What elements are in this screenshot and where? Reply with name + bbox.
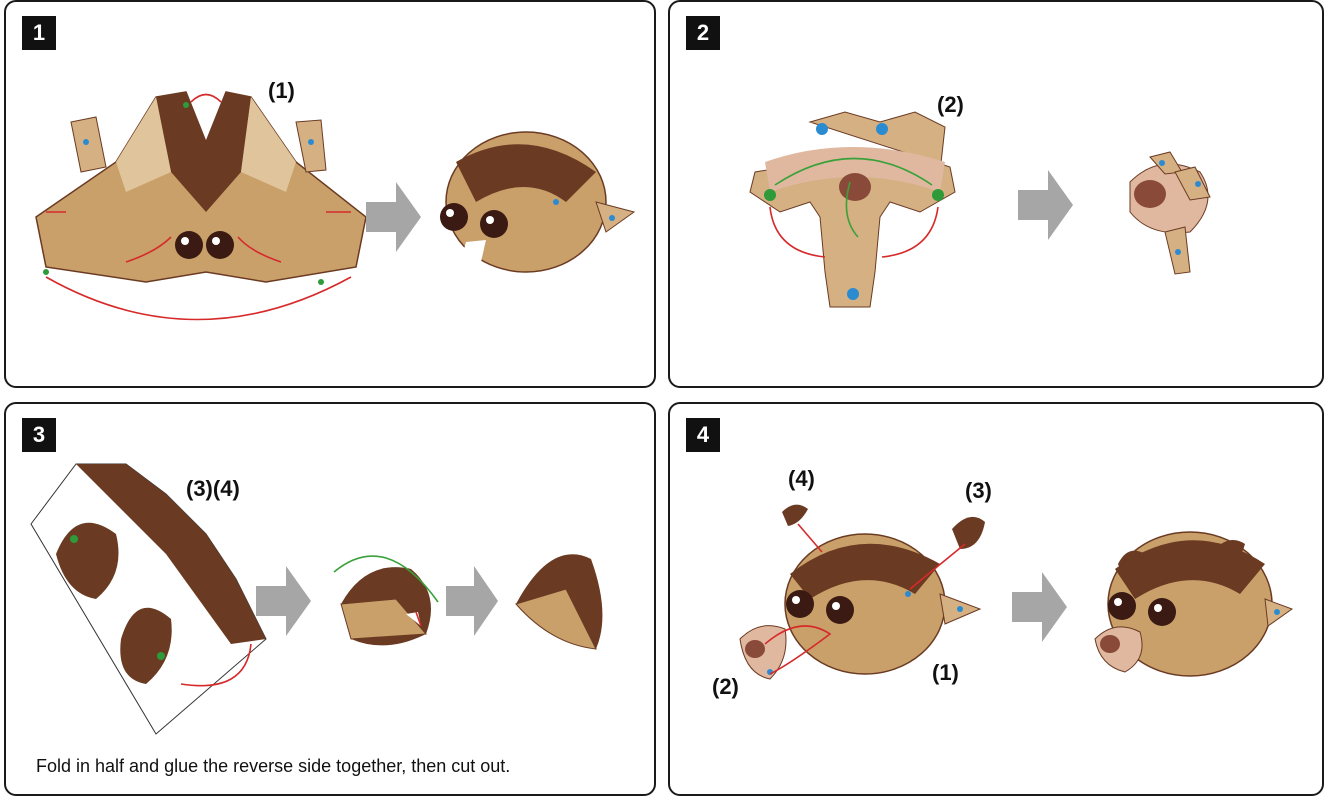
step-arrow-icon [446, 566, 498, 636]
loose-ear-left [782, 504, 808, 526]
step-arrow-icon [1012, 572, 1067, 642]
step-number-badge: 1 [22, 16, 56, 50]
nose-net [749, 111, 956, 308]
step-4-illustration [739, 504, 1294, 680]
ear-folding [340, 567, 431, 646]
assembled-nose [1129, 151, 1211, 275]
step-3-illustration [30, 463, 603, 735]
glue-arrow-icon [180, 643, 252, 687]
finished-head [1094, 531, 1294, 677]
part-label-3: (3) [965, 478, 992, 503]
step-number-badge: 3 [22, 418, 56, 452]
part-label: (3)(4) [186, 476, 240, 501]
step-number-badge: 4 [686, 418, 720, 452]
ear-sheet [30, 463, 267, 735]
loose-ear-right [952, 516, 985, 549]
glue-arrow-icon [333, 555, 439, 627]
part-label-1: (1) [932, 660, 959, 685]
step-panel-3: 3 (3)(4) Fold in half and glue the rever… [4, 402, 656, 796]
head-assembly [784, 533, 982, 675]
step-arrow-icon [1018, 170, 1073, 240]
finished-ear [515, 554, 603, 650]
step-2-illustration [749, 111, 1211, 308]
step-arrow-icon [366, 182, 421, 252]
part-label: (1) [268, 78, 295, 103]
step-number-badge: 2 [686, 16, 720, 50]
instruction-caption: Fold in half and glue the reverse side t… [36, 756, 511, 776]
part-label: (2) [937, 92, 964, 117]
loose-nose [739, 625, 787, 680]
step-panel-1: 1 (1) [4, 0, 656, 388]
assembled-head [440, 131, 636, 273]
step-panel-4: 4 (4) (3) (2) (1) [668, 402, 1324, 796]
glue-arrow-icon [769, 157, 939, 258]
glue-arrow-icon [764, 523, 966, 675]
step-1-illustration [35, 91, 636, 321]
part-label-2: (2) [712, 674, 739, 699]
step-panel-2: 2 (2) [668, 0, 1324, 388]
glue-arrow-icon [45, 93, 352, 321]
step-arrow-icon [256, 566, 311, 636]
part-label-4: (4) [788, 466, 815, 491]
head-net [35, 91, 367, 285]
